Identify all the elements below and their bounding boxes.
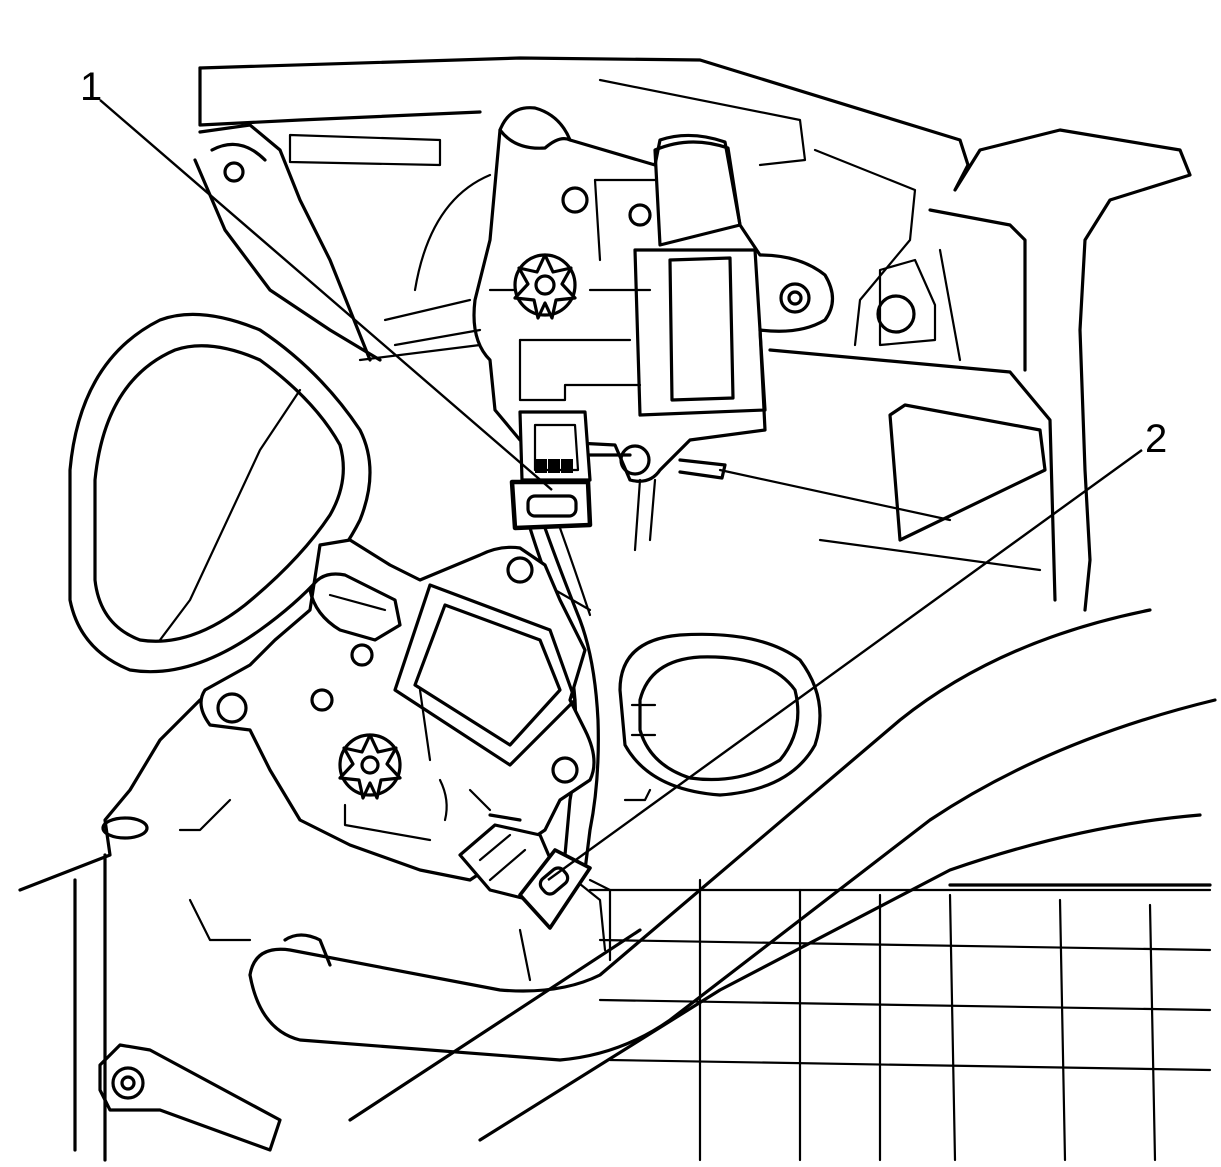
electrical-connector-lower [518,848,592,930]
callout-1-leader [99,99,553,491]
callout-1-number: 1 [80,65,102,109]
duct-outlet [18,123,382,1162]
callout-1: 1 [80,65,553,491]
hvac-housing [198,56,1212,1162]
upper-actuator [358,106,835,552]
blower-port [618,632,822,802]
heater-hose [248,608,1217,1142]
callout-2-leader [547,449,1143,881]
callout-2-number: 2 [1145,417,1167,461]
callout-2: 2 [547,417,1167,881]
electrical-connector-upper [509,479,593,531]
